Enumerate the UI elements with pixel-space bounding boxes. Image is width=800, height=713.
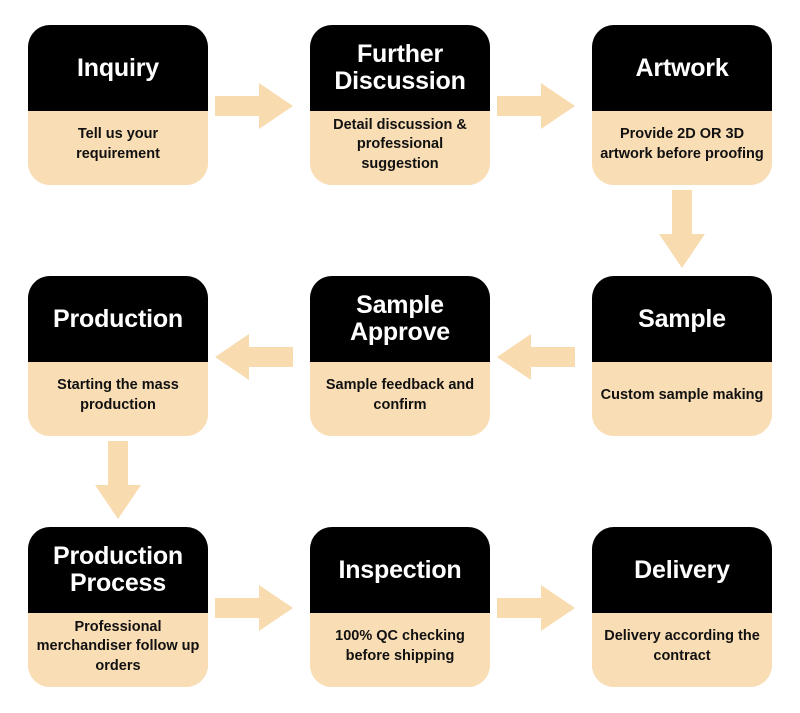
arrow-right-icon-further-discussion-to-artwork bbox=[497, 78, 575, 134]
node-sample-approve[interactable]: Sample Approve Sample feedback and confi… bbox=[310, 276, 490, 436]
node-inspection-title: Inspection bbox=[310, 527, 490, 613]
arrow-left-icon-sample-to-sample-approve bbox=[497, 329, 575, 385]
node-sample-approve-title: Sample Approve bbox=[310, 276, 490, 362]
node-delivery[interactable]: Delivery Delivery according the contract bbox=[592, 527, 772, 687]
node-sample-description: Custom sample making bbox=[592, 362, 772, 436]
node-production-process-description: Professional merchandiser follow up orde… bbox=[28, 613, 208, 687]
node-artwork-title: Artwork bbox=[592, 25, 772, 111]
node-sample[interactable]: Sample Custom sample making bbox=[592, 276, 772, 436]
node-inspection-description: 100% QC checking before shipping bbox=[310, 613, 490, 687]
arrow-down-icon-production-to-production-process bbox=[90, 441, 146, 519]
node-delivery-title: Delivery bbox=[592, 527, 772, 613]
arrow-right-icon-inquiry-to-further-discussion bbox=[215, 78, 293, 134]
node-artwork-description: Provide 2D OR 3D artwork before proofing bbox=[592, 111, 772, 185]
arrow-left-icon-sample-approve-to-production bbox=[215, 329, 293, 385]
node-further-discussion-description: Detail discussion & professional suggest… bbox=[310, 111, 490, 185]
node-delivery-description: Delivery according the contract bbox=[592, 613, 772, 687]
node-production-description: Starting the mass production bbox=[28, 362, 208, 436]
node-sample-title: Sample bbox=[592, 276, 772, 362]
node-production-process-title: Production Process bbox=[28, 527, 208, 613]
node-inquiry-description: Tell us your requirement bbox=[28, 111, 208, 185]
node-further-discussion[interactable]: Further Discussion Detail discussion & p… bbox=[310, 25, 490, 185]
node-artwork[interactable]: Artwork Provide 2D OR 3D artwork before … bbox=[592, 25, 772, 185]
node-inquiry[interactable]: Inquiry Tell us your requirement bbox=[28, 25, 208, 185]
arrow-right-icon-production-process-to-inspection bbox=[215, 580, 293, 636]
node-inquiry-title: Inquiry bbox=[28, 25, 208, 111]
node-further-discussion-title: Further Discussion bbox=[310, 25, 490, 111]
node-production-process[interactable]: Production Process Professional merchand… bbox=[28, 527, 208, 687]
arrow-down-icon-artwork-to-sample bbox=[654, 190, 710, 268]
node-sample-approve-description: Sample feedback and confirm bbox=[310, 362, 490, 436]
node-inspection[interactable]: Inspection 100% QC checking before shipp… bbox=[310, 527, 490, 687]
node-production-title: Production bbox=[28, 276, 208, 362]
arrow-right-icon-inspection-to-delivery bbox=[497, 580, 575, 636]
node-production[interactable]: Production Starting the mass production bbox=[28, 276, 208, 436]
